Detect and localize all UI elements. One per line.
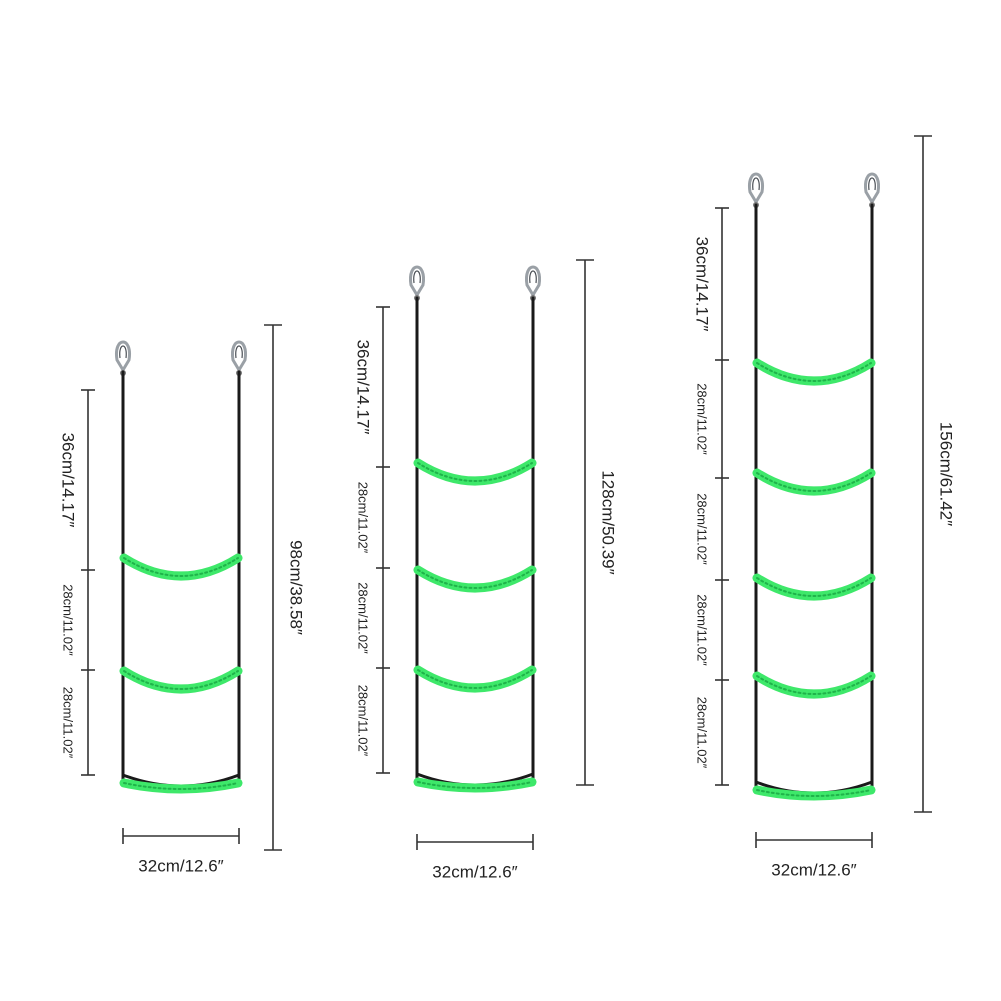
rung-texture <box>417 569 533 589</box>
left-carabiner-icon <box>747 172 765 208</box>
right-carabiner-icon <box>863 172 881 208</box>
rung-texture <box>123 670 239 690</box>
ladder-large: 36cm/14.17″ 28cm/11.02″ 28cm/11.02″ 28cm/11… <box>693 135 956 879</box>
right-carabiner-icon <box>524 265 542 301</box>
segment-label: 28cm/11.02″ <box>695 594 710 666</box>
rung-texture <box>756 675 872 695</box>
rung-texture <box>417 462 533 482</box>
segment-label: 28cm/11.02″ <box>356 482 371 554</box>
total-length-label: 98cm/38.58″ <box>287 540 306 635</box>
segment-label: 28cm/11.02″ <box>695 383 710 455</box>
left-carabiner-icon <box>408 265 426 301</box>
rung-texture <box>123 557 239 577</box>
segment-label: 28cm/11.02″ <box>695 697 710 769</box>
rung-texture <box>417 781 533 789</box>
segment-label: 28cm/11.02″ <box>356 685 371 757</box>
width-label: 32cm/12.6″ <box>138 856 223 875</box>
rung-texture <box>756 362 872 382</box>
rung-texture <box>756 577 872 597</box>
segment-label: 36cm/14.17″ <box>59 433 78 528</box>
rung-texture <box>123 782 239 790</box>
ladder-medium: 36cm/14.17″ 28cm/11.02″ 28cm/11.02″ 28cm/11… <box>354 259 618 881</box>
total-length-label: 128cm/50.39″ <box>599 470 618 574</box>
ladder-small: 36cm/14.17″ 28cm/11.02″ 28cm/11.02″ 98cm/38… <box>59 324 306 875</box>
rung-texture <box>756 472 872 492</box>
width-label: 32cm/12.6″ <box>432 862 517 881</box>
rung-texture <box>417 669 533 689</box>
segment-label: 36cm/14.17″ <box>354 340 373 435</box>
rung-texture <box>756 789 872 797</box>
segment-label: 28cm/11.02″ <box>61 584 76 656</box>
width-label: 32cm/12.6″ <box>771 860 856 879</box>
segment-label: 28cm/11.02″ <box>695 493 710 565</box>
segment-label: 28cm/11.02″ <box>356 582 371 654</box>
total-length-label: 156cm/61.42″ <box>937 422 956 526</box>
segment-label: 36cm/14.17″ <box>693 237 712 332</box>
segment-label: 28cm/11.02″ <box>61 687 76 759</box>
